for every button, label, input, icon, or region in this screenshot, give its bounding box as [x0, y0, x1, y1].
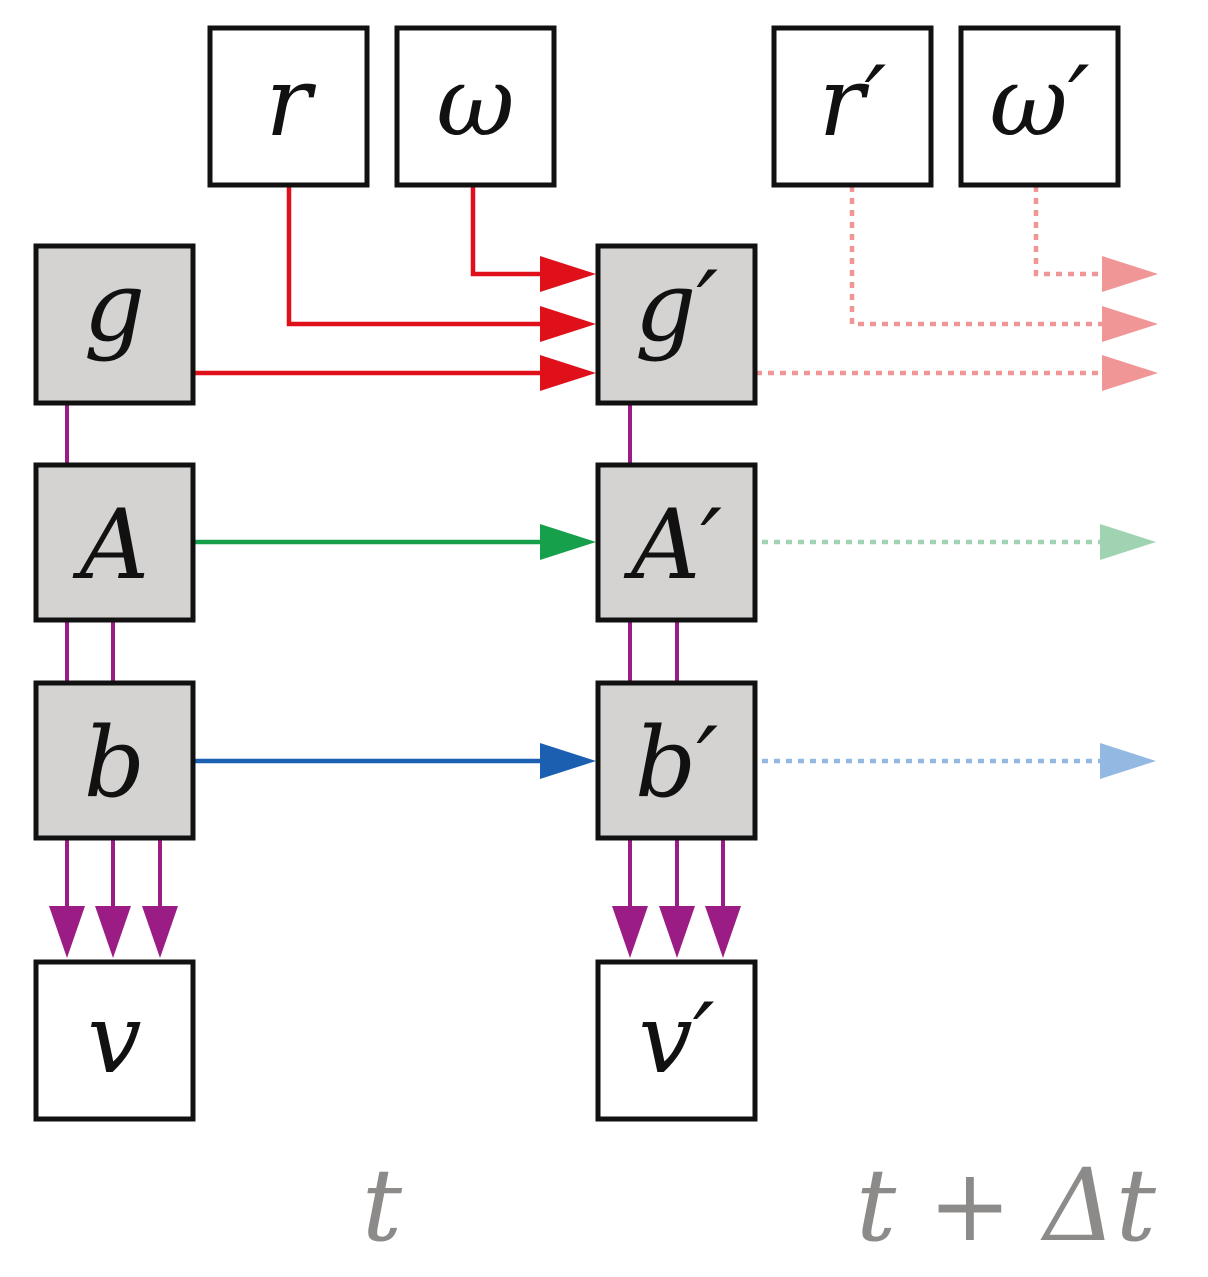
time-label-t-plus-dt: t + Δt [856, 1147, 1157, 1264]
arrowhead-omegap-future [1102, 256, 1158, 292]
node-A-prime: A′ [595, 462, 758, 623]
node-A-prime-label: A′ [623, 489, 722, 601]
node-A: A [33, 462, 196, 623]
arrowhead-Ap-future [1100, 524, 1156, 560]
future-red-arrowheads [1102, 256, 1158, 391]
red-edges [193, 186, 548, 376]
node-r-prime: r′ [771, 25, 934, 188]
arrowhead-bp-future [1100, 743, 1156, 779]
arrowhead-rp-future [1102, 306, 1158, 342]
edge-rp-future [849, 186, 1108, 327]
arrowhead-g-gp [540, 355, 596, 391]
edge-r-gp [286, 186, 548, 327]
right-column-arrowheads [612, 906, 741, 958]
arrowhead-b-v-2 [95, 906, 131, 958]
right-column-edges [628, 403, 725, 912]
node-v-prime: v′ [595, 959, 758, 1122]
arrowhead-bp-vp-2 [659, 906, 695, 958]
arrowhead-A-Ap [540, 524, 596, 560]
red-arrowheads [540, 256, 596, 391]
arrowhead-bp-vp-1 [612, 906, 648, 958]
node-omega-prime-label: ω′ [989, 46, 1089, 158]
node-v-label: v [87, 983, 141, 1095]
edge-omegap-future [1033, 186, 1108, 277]
node-b: b [33, 680, 196, 841]
arrowhead-gp-future [1102, 355, 1158, 391]
arrowhead-b-bp [540, 743, 596, 779]
node-b-prime: b′ [595, 680, 758, 841]
node-r-prime-label: r′ [819, 46, 887, 158]
node-g-prime-label: g′ [635, 251, 718, 363]
left-column-arrowheads [49, 906, 178, 958]
node-A-label: A [72, 489, 149, 601]
future-red-edges [756, 186, 1108, 376]
time-label-t: t [362, 1147, 403, 1264]
arrowhead-omega-gp [540, 256, 596, 292]
node-g-prime: g′ [595, 243, 758, 406]
node-omega-prime: ω′ [958, 25, 1121, 188]
node-omega: ω [394, 25, 557, 188]
node-b-prime-label: b′ [635, 707, 718, 819]
edge-omega-gp [470, 186, 548, 277]
node-g: g [33, 243, 196, 406]
node-r-label: r [266, 46, 317, 158]
node-v-prime-label: v′ [638, 983, 714, 1095]
arrowhead-bp-vp-3 [705, 906, 741, 958]
node-omega-label: ω [436, 46, 514, 158]
arrowhead-b-v-3 [142, 906, 178, 958]
node-v: v [33, 959, 196, 1122]
left-column-edges [65, 403, 162, 912]
arrowhead-b-v-1 [49, 906, 85, 958]
node-b-label: b [84, 707, 145, 819]
node-g-label: g [84, 251, 145, 363]
arrowhead-r-gp [540, 306, 596, 342]
node-r: r [207, 25, 370, 188]
